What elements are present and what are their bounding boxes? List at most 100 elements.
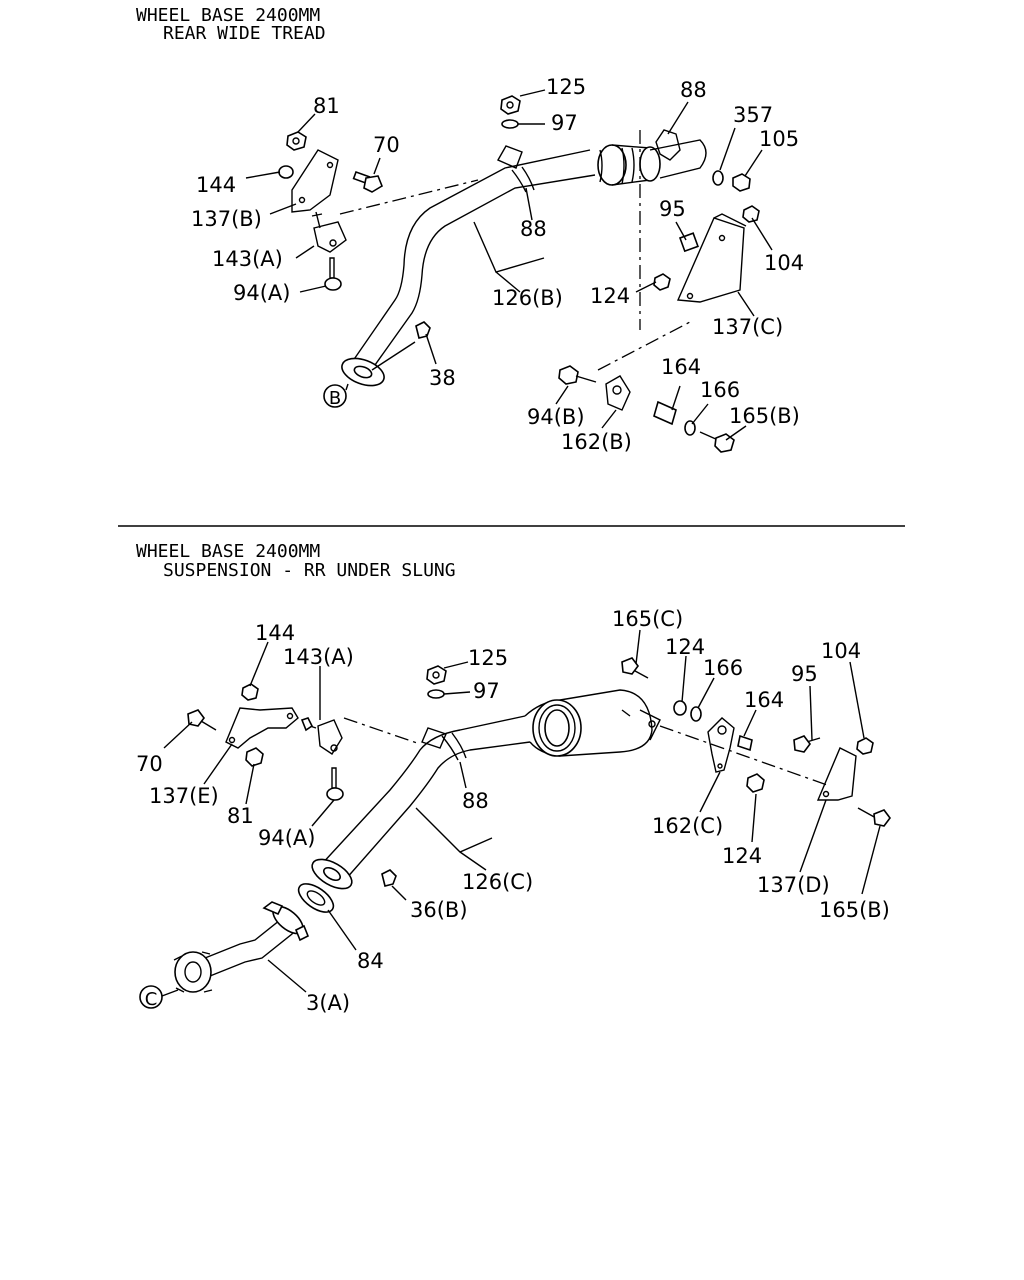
bottom-clamp-88 xyxy=(421,727,447,749)
top-label-81: 81 xyxy=(313,94,340,118)
top-label-38: 38 xyxy=(429,366,456,390)
top-label-162b: 162(B) xyxy=(561,430,632,454)
top-label-144: 144 xyxy=(196,173,236,197)
bottom-label-3a: 3(A) xyxy=(306,991,350,1015)
top-bracket-137b xyxy=(278,131,383,213)
top-label-137b: 137(B) xyxy=(191,207,262,231)
top-labels: 125 97 88 357 105 81 70 144 137(B) 88 14… xyxy=(191,75,804,454)
bottom-hanger-162c xyxy=(707,717,735,773)
bottom-washer-166 xyxy=(690,706,702,722)
bottom-nut-104 xyxy=(856,737,874,755)
bottom-heading-line1: WHEEL BASE 2400MM xyxy=(136,541,320,562)
bottom-labels: 165(C) 144 143(A) 125 124 166 104 97 95 … xyxy=(136,607,890,1015)
top-label-126b: 126(B) xyxy=(492,286,563,310)
bottom-hanger-143a xyxy=(300,717,344,801)
bottom-label-137e: 137(E) xyxy=(149,784,219,808)
bottom-callout-c-label: C xyxy=(145,989,158,1010)
top-nut-105 xyxy=(732,173,751,192)
bottom-nut-125 xyxy=(426,665,447,685)
bottom-bolt-165b xyxy=(857,807,877,819)
bottom-nut-36b xyxy=(381,869,397,887)
bottom-gasket-84 xyxy=(297,883,335,913)
bottom-right-hanger xyxy=(621,657,891,827)
top-label-94b: 94(B) xyxy=(527,405,585,429)
bottom-label-95: 95 xyxy=(791,662,818,686)
bottom-label-97: 97 xyxy=(473,679,500,703)
bottom-nut-124-upper xyxy=(673,700,687,716)
top-gasket-357 xyxy=(712,170,724,186)
bottom-label-70: 70 xyxy=(136,752,163,776)
top-callout-b-label: B xyxy=(329,388,341,409)
bottom-section: WHEEL BASE 2400MM SUSPENSION - RR UNDER … xyxy=(136,541,891,1015)
bottom-label-84: 84 xyxy=(357,949,384,973)
top-exhaust-pipe xyxy=(341,139,707,387)
top-heading-line1: WHEEL BASE 2400MM xyxy=(136,5,320,26)
bottom-callout-c xyxy=(139,985,163,1009)
top-bolt-94b xyxy=(558,365,579,385)
top-label-137c: 137(C) xyxy=(712,315,783,339)
top-nut-125 xyxy=(500,95,521,115)
bottom-label-164: 164 xyxy=(744,688,784,712)
top-label-95: 95 xyxy=(659,197,686,221)
bottom-front-flange xyxy=(174,951,212,993)
bottom-washer-97 xyxy=(427,689,445,699)
bottom-label-137d: 137(D) xyxy=(757,873,830,897)
bottom-bolt-94a xyxy=(331,767,337,789)
top-hanger-162b xyxy=(605,375,631,411)
top-clamp-88 xyxy=(497,145,523,169)
top-label-164: 164 xyxy=(661,355,701,379)
top-washer-97 xyxy=(501,119,519,129)
bottom-label-124-lower: 124 xyxy=(722,844,762,868)
top-nut-81 xyxy=(286,131,307,151)
bottom-label-126c: 126(C) xyxy=(462,870,533,894)
top-label-165b: 165(B) xyxy=(729,404,800,428)
bottom-exhaust-pipe xyxy=(311,689,661,890)
top-label-124: 124 xyxy=(590,284,630,308)
top-label-125: 125 xyxy=(546,75,586,99)
bottom-nut-81 xyxy=(245,747,264,767)
bottom-bracket-137e xyxy=(187,683,299,767)
bottom-front-pipe-3a xyxy=(173,883,335,993)
bottom-bracket-137d xyxy=(816,747,857,801)
bottom-label-104: 104 xyxy=(821,639,861,663)
top-label-166: 166 xyxy=(700,378,740,402)
bottom-nut-124-lower xyxy=(746,773,765,793)
top-label-104: 104 xyxy=(764,251,804,275)
top-hanger-88 xyxy=(655,129,681,161)
top-callout-b xyxy=(323,384,347,408)
top-washer-166 xyxy=(684,420,696,436)
top-label-88-right: 88 xyxy=(680,78,707,102)
bottom-label-94a: 94(A) xyxy=(258,826,315,850)
bottom-label-162c: 162(C) xyxy=(652,814,723,838)
top-label-357: 357 xyxy=(733,103,773,127)
top-label-105: 105 xyxy=(759,127,799,151)
bottom-leaders xyxy=(161,629,881,997)
top-nut-38 xyxy=(415,321,431,339)
bottom-label-88: 88 xyxy=(462,789,489,813)
top-nut-124 xyxy=(653,273,671,291)
top-hanger-143a xyxy=(311,211,347,291)
top-label-94a: 94(A) xyxy=(233,281,290,305)
top-leaders xyxy=(245,89,773,441)
top-sleeve-164 xyxy=(653,400,677,426)
bottom-label-165c: 165(C) xyxy=(612,607,683,631)
top-heading-line2: REAR WIDE TREAD xyxy=(163,23,326,44)
top-label-88-center: 88 xyxy=(520,217,547,241)
bottom-label-143a: 143(A) xyxy=(283,645,354,669)
bottom-label-165b: 165(B) xyxy=(819,898,890,922)
top-label-143a: 143(A) xyxy=(212,247,283,271)
top-label-70: 70 xyxy=(373,133,400,157)
bottom-label-36b: 36(B) xyxy=(410,898,468,922)
top-nut-144 xyxy=(278,165,294,179)
bottom-heading-line2: SUSPENSION - RR UNDER SLUNG xyxy=(163,560,456,581)
top-nut-104 xyxy=(742,205,760,223)
bottom-label-81: 81 xyxy=(227,804,254,828)
top-label-97: 97 xyxy=(551,111,578,135)
bottom-label-125: 125 xyxy=(468,646,508,670)
top-bolt-95 xyxy=(678,232,699,253)
bottom-label-166: 166 xyxy=(703,656,743,680)
bottom-sleeve-164 xyxy=(737,734,753,752)
top-bolt-94a xyxy=(329,257,335,279)
top-section: WHEEL BASE 2400MM REAR WIDE TREAD xyxy=(136,5,804,454)
